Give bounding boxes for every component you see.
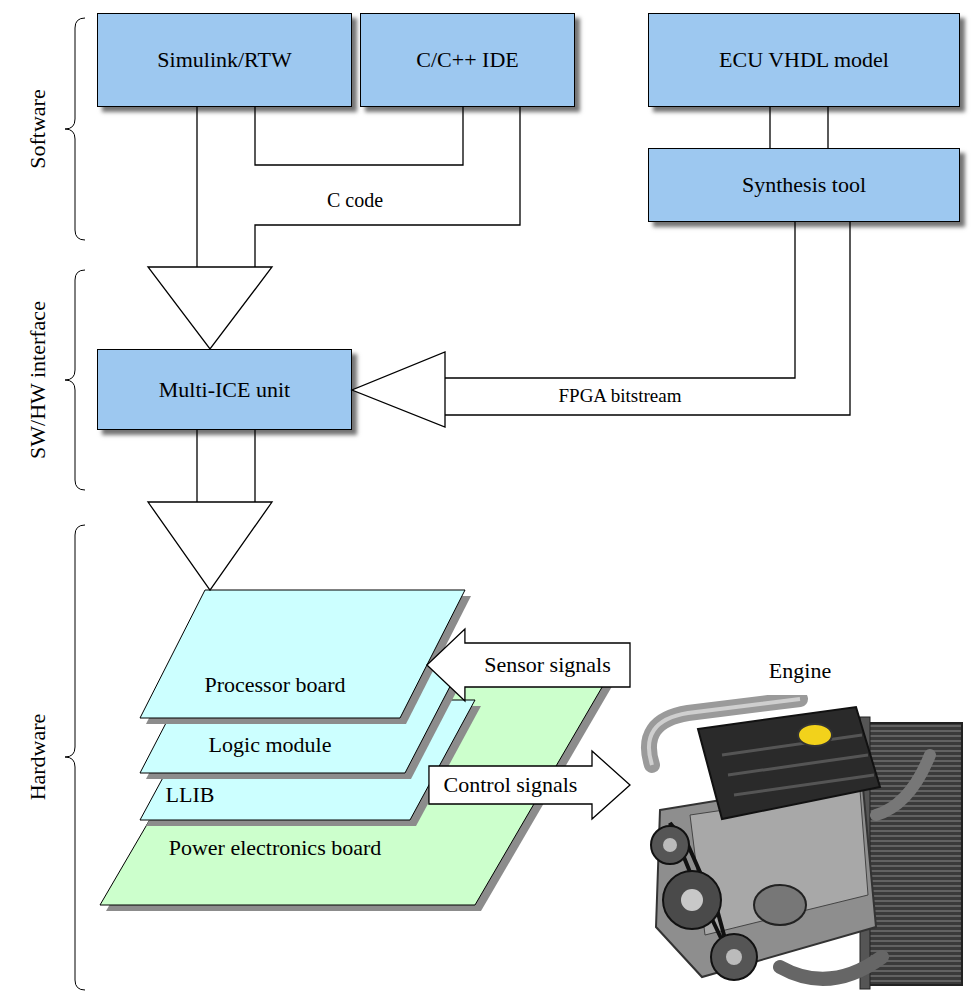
process-box: ECU VHDL model	[648, 13, 960, 107]
section-label: Hardware	[25, 714, 51, 801]
process-box: Simulink/RTW	[97, 13, 352, 107]
board-outline	[140, 648, 478, 781]
process-box: Multi-ICE unit	[97, 349, 352, 430]
hollow-arrowhead	[148, 502, 272, 590]
engine-figure: Engine	[630, 655, 970, 992]
board-face	[140, 590, 465, 718]
pulley-hub	[681, 889, 703, 911]
alternator	[754, 885, 806, 925]
connector-line	[445, 222, 850, 415]
brace	[65, 270, 85, 490]
node-text: Power electronics board	[169, 835, 382, 860]
process-box: Synthesis tool	[648, 148, 960, 222]
node-text: Processor board	[204, 672, 345, 697]
node-text: Multi-ICE unit	[159, 377, 290, 402]
section-label: SW/HW interface	[25, 301, 51, 459]
hardware-board: LLIB	[140, 700, 475, 820]
process-box: C/C++ IDE	[360, 13, 575, 107]
node-text: Simulink/RTW	[157, 47, 291, 72]
lower-hose	[780, 957, 882, 979]
edge-label: FPGA bitstream	[557, 386, 684, 407]
edge-label: C code	[325, 189, 385, 211]
board-face	[140, 648, 470, 773]
node-text: Logic module	[209, 732, 332, 757]
edge-label: Control signals	[442, 773, 580, 797]
section-label: Software	[25, 89, 51, 168]
connector	[255, 107, 463, 165]
node-text: ECU VHDL model	[719, 47, 889, 72]
pulley	[651, 826, 689, 864]
connector	[255, 107, 520, 267]
board-face	[140, 700, 475, 820]
cover-ribs	[722, 735, 874, 795]
brace	[65, 18, 85, 240]
hardware-board: Logic module	[140, 648, 470, 773]
connector-line	[196, 107, 197, 267]
node-text: Engine	[769, 658, 831, 683]
hardware-board: Processor board	[140, 590, 465, 718]
connector-line	[196, 430, 197, 502]
radiator	[868, 723, 962, 985]
board-outline	[140, 590, 473, 726]
oil-cap	[798, 724, 832, 746]
pulley-hub	[663, 838, 677, 852]
hollow-arrowhead	[148, 267, 272, 349]
connector-line	[255, 107, 520, 267]
connector	[352, 222, 850, 427]
node-text: LLIB	[166, 782, 215, 807]
upper-hose	[876, 755, 930, 815]
pipe-highlight	[649, 699, 800, 765]
board-face	[100, 665, 615, 905]
connector-line	[827, 107, 828, 148]
board-outline	[140, 700, 483, 828]
pulley	[663, 871, 721, 929]
connector	[148, 430, 272, 590]
node-text: C/C++ IDE	[416, 47, 518, 72]
connector	[148, 107, 272, 349]
hollow-arrowhead	[352, 352, 445, 427]
connector-line	[255, 107, 463, 165]
pulley-hub	[726, 949, 742, 965]
connector-line	[254, 430, 255, 502]
connector	[770, 107, 828, 148]
valve-cover	[698, 707, 880, 819]
edge-label: Sensor signals	[482, 653, 613, 677]
node-text: Synthesis tool	[742, 172, 866, 197]
pulley	[711, 934, 757, 980]
engine-illustration	[630, 695, 970, 992]
brace	[65, 525, 85, 990]
intake-pipe	[649, 699, 800, 765]
connector-line	[769, 107, 770, 148]
connector-line	[445, 222, 795, 378]
